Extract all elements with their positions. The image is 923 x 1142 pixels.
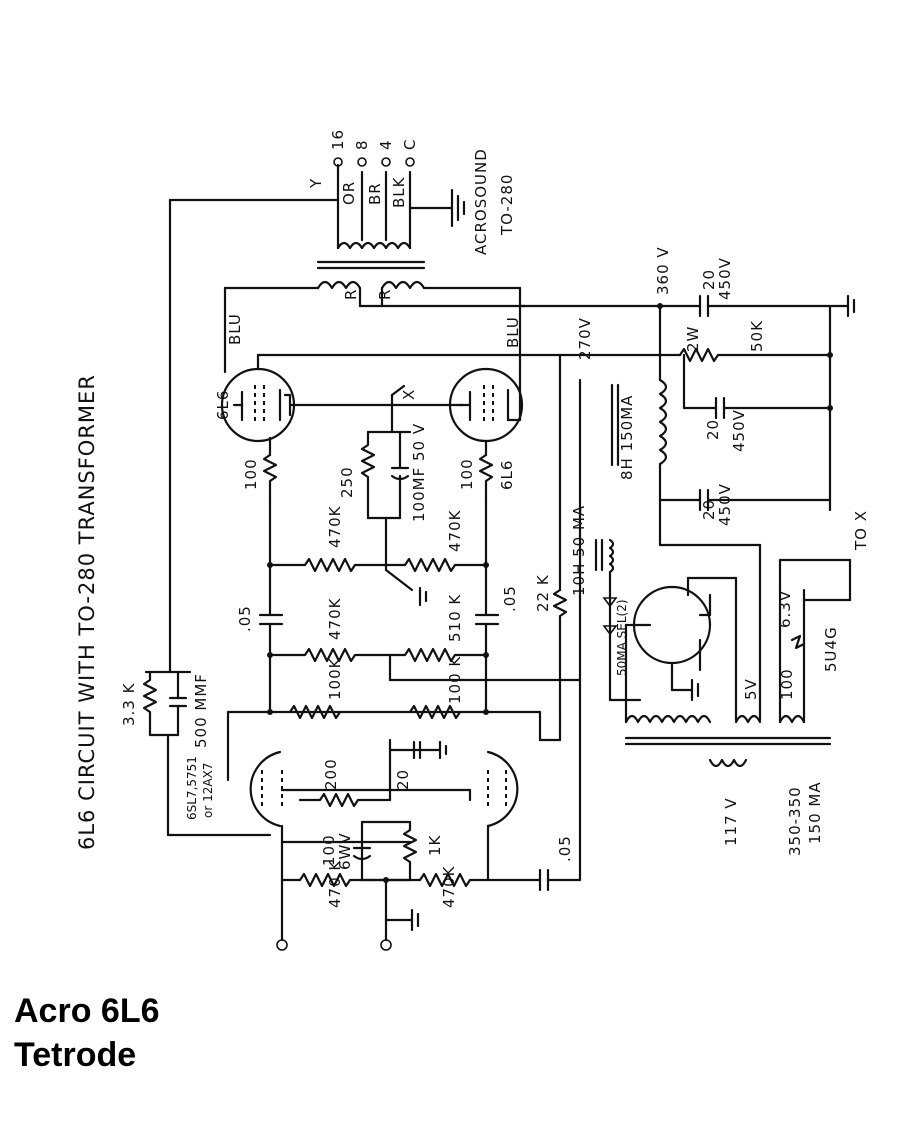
wire-blu-left-label: BLU (226, 313, 244, 345)
r33k-label: 3.3 K (120, 682, 138, 726)
wire-blu-right-label: BLU (504, 316, 522, 348)
r100k-a-label: 100K (326, 657, 344, 700)
output-secondary (168, 157, 466, 250)
v5-label: 5V (742, 678, 760, 700)
output-tube-left-label: 6L6 (214, 390, 232, 420)
to-x-label: TO X (852, 510, 870, 551)
r50k-label: 50K (748, 320, 766, 352)
r470k-c-label: 470K (326, 597, 344, 640)
c20-low-label: 20 (700, 499, 718, 520)
rectifier-label: 5U4G (822, 626, 840, 672)
power-transformer (624, 558, 852, 768)
b-plus-rail (518, 294, 856, 742)
grid-stoppers (262, 453, 494, 502)
tap-16-label: 16 (329, 129, 347, 150)
r510k-label: 510 K (446, 594, 464, 642)
r470k-a-label: 470K (326, 505, 344, 548)
feedback-network (142, 198, 272, 837)
driver-tube (249, 750, 519, 882)
cathode-network (360, 403, 428, 607)
tap-c-label: C (401, 139, 419, 150)
c20-label: 20 (394, 769, 412, 790)
wire-y-label: Y (307, 178, 325, 189)
r1k-label: 1K (426, 834, 444, 856)
transformer-model: TO-280 (498, 174, 516, 236)
r100a-label: 100 (242, 458, 260, 490)
v360-label: 360 V (654, 246, 672, 295)
diagram-heading: 6L6 CIRCUIT WITH TO-280 TRANSFORMER (75, 374, 99, 850)
v117-label: 117 V (722, 797, 740, 846)
caption-line-1: Acro 6L6 (14, 992, 160, 1030)
driver-tube-label-1: 6SL7,5751 (185, 756, 199, 820)
driver-grid-row (276, 378, 582, 951)
r470k-e-label: 470K (440, 865, 458, 908)
output-tube-right (448, 367, 524, 457)
driver-tube-label-2: or 12AX7 (201, 763, 215, 818)
caption-line-2: Tetrode (14, 1036, 137, 1074)
choke-8h (610, 378, 832, 547)
c500-label: 500 MMF (192, 673, 210, 748)
plate-loads (226, 704, 562, 782)
coupling-caps (258, 613, 500, 714)
c20-top-label: 20 (700, 269, 718, 290)
grid-leak-row (268, 498, 488, 617)
junctions (267, 303, 833, 883)
wire-r2-label: R (376, 289, 394, 300)
c450-low-label: 450V (716, 483, 734, 526)
r200-label: 200 (322, 758, 340, 790)
c05b-label: .05 (501, 585, 519, 612)
r470k-b-label: 470K (446, 509, 464, 552)
x-node-label: X (400, 389, 418, 400)
wire-or-label: OR (340, 181, 358, 205)
rectifier-tube (624, 543, 762, 724)
tap-16-terminal (333, 157, 343, 167)
driver-bias (298, 738, 448, 808)
choke-10h-label: 10H 50 MA (570, 505, 588, 596)
pt-rating-2: 150 MA (806, 781, 824, 844)
wire-br-label: BR (366, 182, 384, 205)
r250-label: 250 (338, 466, 356, 498)
c450-top-label: 450V (716, 257, 734, 300)
r2w-label: 2W (684, 326, 702, 352)
output-tube-right-label: 6L6 (498, 460, 516, 490)
r22k-label: 22 K (534, 574, 552, 612)
c05a-label: .05 (236, 605, 254, 632)
tap-8-terminal (357, 157, 367, 167)
v63-label: 6.3V (776, 590, 794, 628)
r100b-label: 100 (458, 458, 476, 490)
tap-4-label: 4 (377, 139, 395, 150)
divider-row (268, 647, 582, 682)
c100-6wv-label-2: 6WV (336, 832, 354, 870)
v270-label: 270V (576, 317, 594, 360)
c05c-label: .05 (556, 835, 574, 862)
transformer-name: ACROSOUND (472, 148, 490, 255)
c450-mid-label: 450V (730, 409, 748, 452)
choke-10h (594, 538, 642, 702)
tap-labels: 16 8 4 C Y OR BR BLK R R BLU BLU ACROSOU… (226, 129, 522, 348)
c100-6wv-label-1: 100 (320, 834, 338, 866)
screen-bus (256, 353, 562, 422)
v100-label: 100 (778, 668, 796, 700)
tap-c-terminal (405, 157, 415, 167)
output-tube-left (220, 353, 296, 457)
pt-rating-1: 350-350 (786, 786, 804, 856)
output-primary (223, 280, 527, 374)
wire-r1-label: R (342, 289, 360, 300)
wire-blk-label: BLK (390, 176, 408, 208)
c100mf-label: 100MF 50 V (410, 423, 428, 522)
tap-8-label: 8 (353, 139, 371, 150)
tap-4-terminal (381, 157, 391, 167)
r100k-b-label: 100 K (446, 656, 464, 704)
r470k-d-label: 470 K (326, 860, 344, 908)
c20-mid-label: 20 (704, 419, 722, 440)
output-core (316, 260, 426, 270)
choke-8h-label: 8H 150MA (618, 395, 636, 480)
